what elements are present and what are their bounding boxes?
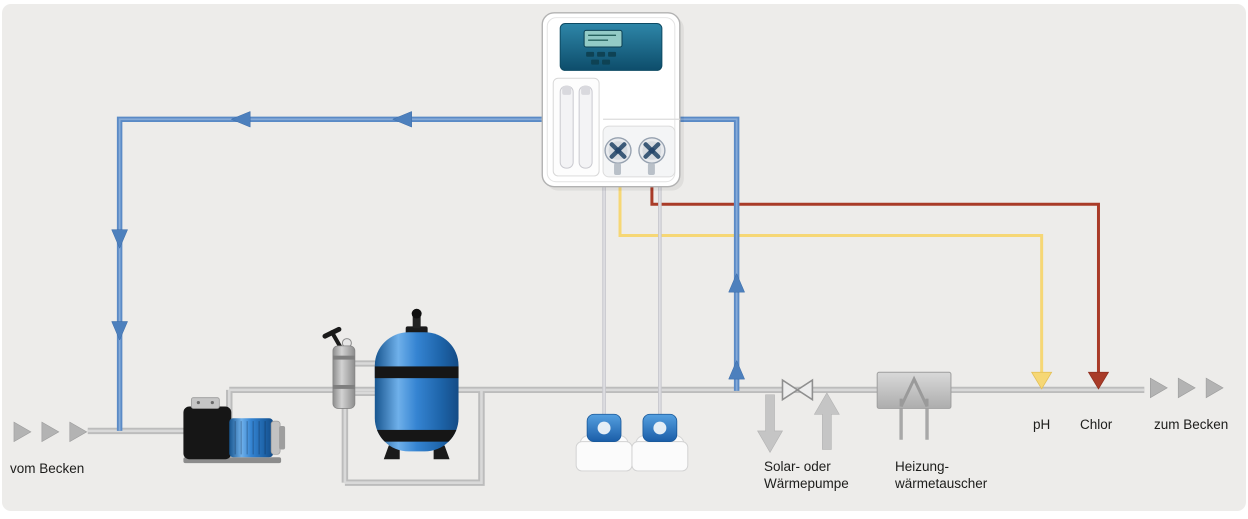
sand-filter [374, 308, 459, 460]
pool-water-pipes [87, 360, 1145, 486]
to-pool-label: zum Becken [1154, 417, 1229, 432]
gray-arrow-right-icon [41, 421, 60, 443]
heat-exchanger [876, 371, 952, 440]
solar-label: Solar- oder Wärmepumpe [764, 458, 849, 492]
blue-arrow-down-icon [111, 321, 128, 341]
ph-electrode-icon [559, 85, 574, 169]
check-valve [781, 378, 814, 402]
installation-schematic [13, 12, 1224, 486]
gray-arrow-right-icon [1205, 377, 1224, 399]
ph-injection-triangle-icon [1030, 371, 1053, 390]
measuring-water-flow-arrows [111, 111, 745, 380]
solar-out-arrow-icon [757, 394, 784, 453]
gray-arrow-right-icon [1150, 377, 1168, 399]
diagram-canvas: vom Becken Solar- oder Wärmepumpe Heizun… [2, 4, 1246, 511]
heat-exchanger-label: Heizung- wärmetauscher [895, 458, 987, 492]
ph-injection-point [1030, 371, 1053, 390]
multiport-valve [322, 326, 356, 409]
dosing-pump-chlor [638, 137, 666, 164]
chlor-injection-triangle-icon [1087, 371, 1110, 390]
blue-arrow-up-icon [728, 359, 745, 380]
canister-chlor [631, 413, 689, 472]
gray-arrow-right-icon [13, 421, 32, 443]
controller-display [583, 29, 623, 48]
controller-unit [541, 12, 684, 191]
to-pool-arrows [1150, 377, 1224, 399]
solar-label-line1: Solar- oder [764, 459, 831, 474]
redox-electrode-icon [578, 85, 593, 169]
from-pool-arrows [13, 421, 88, 443]
solar-connection-arrows [757, 392, 840, 453]
controller-buttons [586, 51, 617, 65]
air-relief-valve-icon [411, 308, 422, 319]
from-pool-label: vom Becken [10, 461, 85, 476]
ph-dosing-line [618, 182, 1044, 375]
gray-arrow-right-icon [1177, 377, 1196, 399]
dosing-pump-ph [604, 137, 632, 164]
solar-return-arrow-icon [813, 392, 840, 450]
blue-arrow-down-icon [111, 229, 128, 249]
chlorine-injection-point [1087, 371, 1110, 390]
gray-arrow-right-icon [69, 421, 88, 443]
heat-exchanger-label-line1: Heizung- [895, 459, 950, 474]
solar-label-line2: Wärmepumpe [764, 476, 849, 491]
canister-ph [575, 413, 633, 472]
chlorine-dosing-line [650, 182, 1100, 375]
chlor-label: Chlor [1080, 417, 1113, 432]
blue-arrow-left-icon [392, 111, 412, 128]
blue-arrow-up-icon [728, 272, 745, 293]
blue-arrow-left-icon [230, 111, 251, 128]
circulation-pump [183, 397, 286, 464]
ph-label: pH [1033, 417, 1051, 432]
heat-exchanger-label-line2: wärmetauscher [895, 476, 988, 491]
